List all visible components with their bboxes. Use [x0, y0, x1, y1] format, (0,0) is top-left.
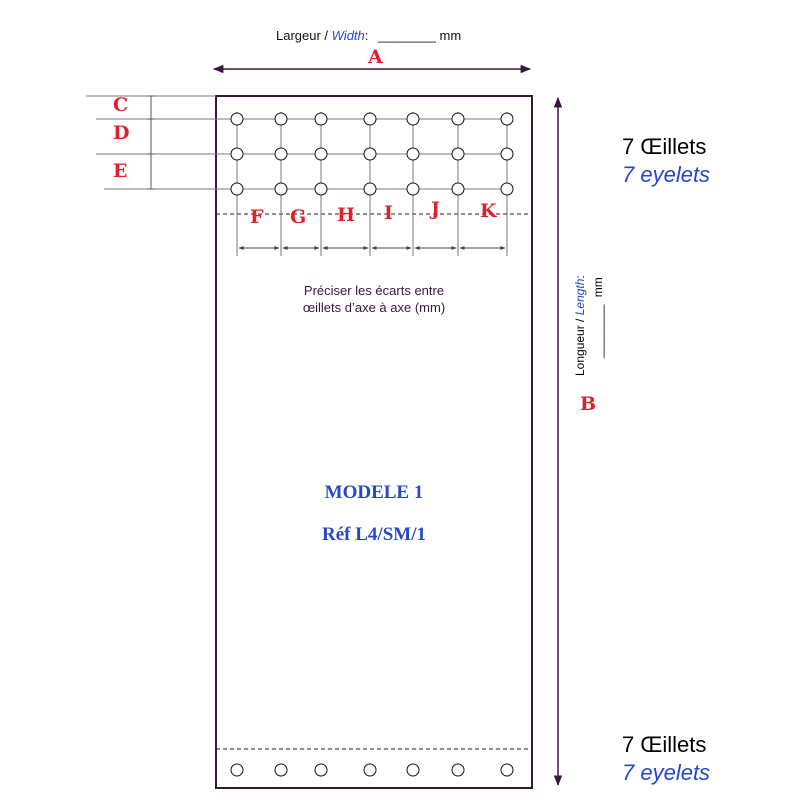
length-label: Longueur / Length: ________ mm: [573, 275, 605, 376]
model-name: MODELE 1: [324, 482, 424, 503]
bottom-eyelet-row: [230, 763, 514, 777]
length-label-unit: mm: [591, 277, 605, 297]
eyelet-r1-c6: [451, 112, 465, 126]
model-ref: Réf L4/SM/1: [322, 524, 426, 545]
eyelet-r1-c5: [406, 112, 420, 126]
length-label-blank: ________: [591, 304, 605, 359]
width-label-suffix: :: [364, 28, 369, 43]
bottom-eyelet-c1: [230, 763, 244, 777]
spacing-letter-f: F: [250, 206, 264, 228]
spacing-letter-h: H: [337, 204, 355, 226]
eyelet-r3-c1: [230, 182, 244, 196]
dimension-letter-e: E: [113, 160, 128, 182]
length-label-suffix: :: [573, 275, 587, 278]
instruction-line-2: œillets d’axe à axe (mm): [302, 300, 446, 315]
width-label-prefix: Largeur /: [276, 28, 332, 43]
eyelet-r2-c1: [230, 147, 244, 161]
eyelet-r2-c7: [500, 147, 514, 161]
eyelet-r1-c4: [363, 112, 377, 126]
bottom-eyelet-c3: [314, 763, 328, 777]
eyelet-r1-c2: [274, 112, 288, 126]
eyelet-r2-c3: [314, 147, 328, 161]
eyelet-r1-c7: [500, 112, 514, 126]
instruction-line-1: Préciser les écarts entre: [303, 283, 445, 298]
eyelet-r3-c3: [314, 182, 328, 196]
svg-text:Longueur / Length:: Longueur / Length:: [573, 275, 587, 376]
eyelet-r2-c2: [274, 147, 288, 161]
eyelet-r3-c7: [500, 182, 514, 196]
spacing-letter-k: K: [480, 200, 497, 222]
spacing-letter-i: I: [384, 202, 393, 224]
bag-outline: [215, 95, 533, 789]
svg-text:________ mm: ________ mm: [591, 277, 605, 359]
eyelet-r3-c6: [451, 182, 465, 196]
spacing-letter-g: G: [290, 206, 307, 228]
eyelet-r2-c4: [363, 147, 377, 161]
eyelet-r3-c2: [274, 182, 288, 196]
length-label-italic: Length: [573, 278, 587, 315]
eyelet-r2-c6: [451, 147, 465, 161]
top-eyelet-grid: [230, 112, 514, 196]
eyelet-r3-c5: [406, 182, 420, 196]
eyelet-r1-c3: [314, 112, 328, 126]
width-label-blank: ________: [378, 28, 436, 43]
width-label: Largeur / Width: ________ mm: [276, 28, 461, 43]
bottom-eyelet-c5: [406, 763, 420, 777]
eyelet-r1-c1: [230, 112, 244, 126]
width-label-italic: Width: [331, 28, 365, 43]
bottom-eyelet-c7: [500, 763, 514, 777]
dimension-letter-c: C: [113, 94, 129, 116]
dimension-letter-b: B: [580, 393, 597, 415]
top-eyelet-count-fr: 7 Œillets: [622, 134, 707, 159]
eyelet-r2-c5: [406, 147, 420, 161]
bottom-eyelet-c6: [451, 763, 465, 777]
bottom-eyelet-c4: [363, 763, 377, 777]
bottom-eyelet-count-en: 7 eyelets: [622, 760, 711, 785]
width-label-unit: mm: [439, 28, 462, 43]
bottom-eyelet-count-fr: 7 Œillets: [622, 732, 707, 757]
bottom-eyelet-c2: [274, 763, 288, 777]
dimension-letter-d: D: [113, 122, 130, 144]
spacing-letter-j: J: [431, 198, 440, 220]
length-label-prefix: Longueur /: [573, 315, 587, 376]
dimension-letter-a: A: [368, 46, 383, 68]
spacing-instruction: Préciser les écarts entre œillets d’axe …: [216, 282, 532, 316]
top-eyelet-count-en: 7 eyelets: [622, 162, 711, 187]
eyelet-r3-c4: [363, 182, 377, 196]
